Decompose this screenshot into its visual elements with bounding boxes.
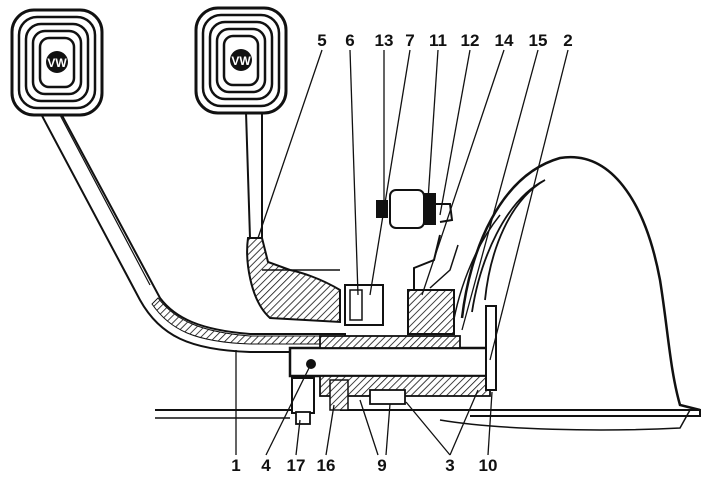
right-pedal-pad: VW [194,6,288,115]
label-12: 12 [461,31,480,50]
label-17: 17 [287,456,306,475]
label-14: 14 [495,31,514,50]
left-pedal-pad: VW [10,8,104,117]
label-10: 10 [479,456,498,475]
brake-pedal-lever [244,111,341,324]
label-9: 9 [377,456,386,475]
right-pedal-badge-text: VW [231,54,251,68]
label-7: 7 [405,31,414,50]
pedal-shaft [288,305,497,425]
label-4: 4 [261,456,271,475]
label-6: 6 [345,31,354,50]
label-3: 3 [445,456,454,475]
label-13: 13 [375,31,394,50]
label-11: 11 [429,31,447,50]
vw-badge-icon [46,51,68,73]
cable-stop [376,189,454,229]
label-1: 1 [231,456,240,475]
left-pedal-badge-text: VW [47,56,67,70]
bushing-bracket [344,234,459,335]
label-15: 15 [529,31,548,50]
part-labels: 5 6 13 7 11 12 14 15 2 1 4 17 16 9 3 10 [231,31,572,475]
tunnel-housing [439,155,701,431]
floor-plate [155,409,701,419]
leader-lines [235,49,569,456]
label-5: 5 [317,31,326,50]
vw-badge-icon [230,49,252,71]
label-2: 2 [563,31,572,50]
label-16: 16 [317,456,336,475]
